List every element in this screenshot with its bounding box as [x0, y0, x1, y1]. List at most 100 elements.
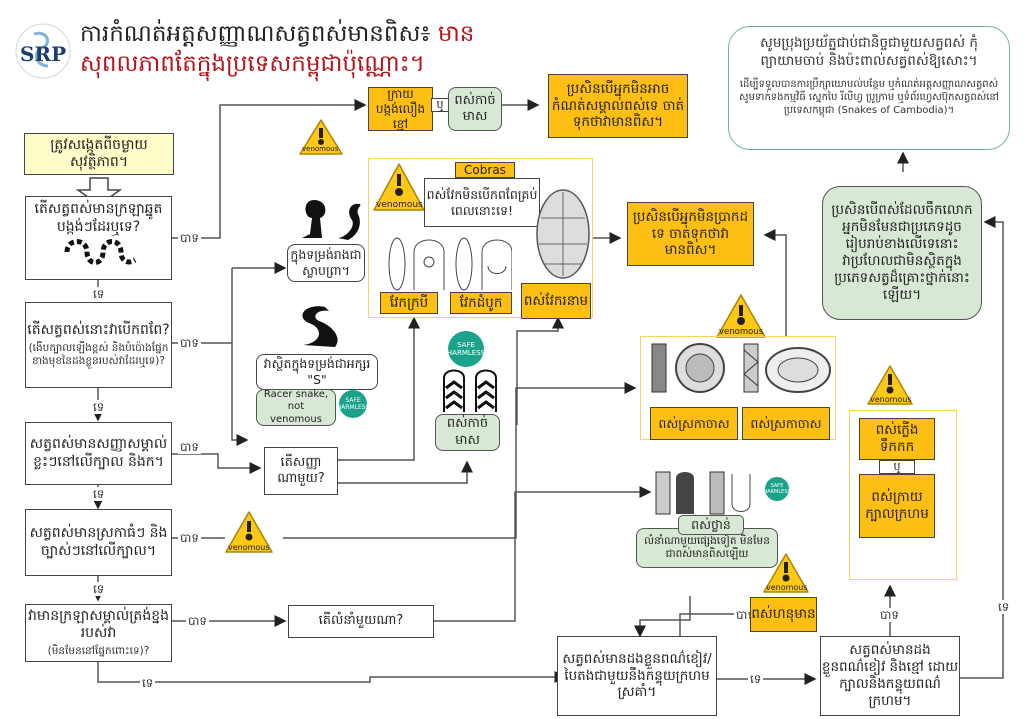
venomous-label: venomous — [302, 145, 339, 153]
cobras-label: Cobras — [455, 162, 515, 178]
python-note-text: លំនាំណាមួយផ្សេងទៀត មិនមែនជាពស់មានពិសឡើយ — [644, 534, 770, 560]
which-mark-question: តើសញ្ញាណាមួយ? — [264, 447, 338, 495]
king-cobra-text: ពស់វែករនាម — [523, 292, 589, 309]
not-dangerous-text: ប្រសិនបើពស់ដែលចឹកលោកអ្នកមិនមែនជាប្រភេទដូ… — [831, 202, 973, 303]
q4-text: សត្វពស់មានស្រកាធំៗ និងច្បាស់ៗនៅលើក្បាល។ — [29, 525, 168, 559]
question-head-marks: សត្វពស់មានសញ្ញាសម្គាល់ខ្លះៗនៅលើក្បាល និង… — [25, 422, 172, 485]
harmless-mimic-text-2: ពស់កាច់មាស — [446, 416, 489, 448]
monocled-cobra-node: វែកដំបូក — [450, 292, 512, 314]
russells-viper-node: ពស់ស្រកាចាស — [650, 407, 738, 440]
cobra-silhouette-icon — [302, 200, 361, 240]
king-cobra-head-icon — [536, 189, 590, 279]
blue-krait-no-label: ទេ — [996, 600, 1012, 614]
or-text: ឬ — [436, 98, 444, 112]
python-text: ពស់ថ្លាន់ — [691, 517, 731, 533]
venomous-warning-icon: venomous — [866, 364, 914, 412]
coral-q-text: សត្វពស់មានដងខ្លួនពណ៌ខៀវ/បៃតងជាមួយនឹងកន្ទ… — [562, 650, 712, 701]
viper-text-1: ពស់ស្រកាចាស — [658, 415, 730, 431]
cobra-posture-node: ក្នុងទម្រង់រាងជាស្លាបព្រា។ — [287, 244, 365, 282]
q1-yes-label: បាទ — [178, 231, 202, 245]
cobra-hood-note: ពស់វែកមិនបើកពពែគ្រប់ពេលនោះទេ! — [424, 178, 540, 227]
or-label-1: ឬ — [431, 98, 449, 112]
which-pattern-text: តើលំនាំមួយណា? — [318, 613, 404, 629]
not-dangerous-node: ប្រសិនបើពស់ដែលចឹកលោកអ្នកមិនមែនជាប្រភេទដូ… — [822, 186, 982, 320]
blue-krait-yes-label: បាទ — [878, 608, 902, 622]
question-blue-black-red-head: សត្វពស់មានដងខ្លួនពណ៌ខៀវ និងខ្មៅ ដោយក្បាល… — [820, 636, 960, 716]
pit-viper-node: ពស់ហនុមាន — [750, 597, 817, 632]
safety-info-box: សូមប្រុងប្រយ័ត្នជាប់ជានិច្ចជាមួយសត្វពស់ … — [728, 26, 1010, 150]
page-title-line1: ការកំណត់អត្តសញ្ញាណសត្វពស់មានពិស៖ មាន — [80, 20, 474, 53]
pit-viper-text: ពស់ហនុមាន — [751, 606, 816, 623]
python-node: ពស់ថ្លាន់ — [678, 515, 744, 535]
monocled-cobra-text: វែកដំបូក — [459, 294, 503, 311]
srp-logo: SRP — [14, 22, 72, 80]
viper-pattern-icons — [651, 343, 831, 393]
harmless-label: HARMLESS — [763, 489, 791, 495]
q5-text: វាមានក្រឡាសម្គាល់ត្រង់ខ្នងរបស់វា — [28, 607, 169, 642]
q1-no-label: ទេ — [91, 287, 107, 301]
start-node: ត្រូវសង្កេតពីចម្ងាយសុវត្ថិភាព។ — [24, 133, 174, 175]
harmless-mimic-node: ពស់កាច់មាស — [448, 87, 502, 131]
question-banded: តើសត្វពស់មានក្រឡាឆ្នូតបង្កង់ៗដែរឬទេ? — [25, 196, 172, 280]
banded-snake-icon — [64, 239, 136, 265]
racer-note-node: Racer snake, not venomous — [256, 389, 336, 426]
q4-no-label: ទេ — [91, 582, 107, 596]
blue-krait-q-text: សត្វពស់មានដងខ្លួនពណ៌ខៀវ និងខ្មៅ ដោយក្បាល… — [821, 642, 959, 709]
cobras-label-text: Cobras — [464, 162, 506, 177]
safe-label: SAFE — [770, 483, 784, 489]
which-pattern-question: តើលំនាំមួយណា? — [288, 605, 434, 638]
q3-text: សត្វពស់មានសញ្ញាសម្គាល់ខ្លះៗនៅលើក្បាល និង… — [29, 436, 168, 470]
cant-identify-node-1: ប្រសិនបើអ្នកមិនអាចកំណត់សម្គាល់ពស់ទេ ចាត់… — [548, 74, 688, 138]
harmless-mimic-text: ពស់កាច់មាស — [454, 92, 496, 124]
red-headed-krait-frame — [849, 410, 957, 580]
cant-identify-text-1: ប្រសិនបើអ្នកមិនអាចកំណត់សម្គាល់ពស់ទេ ចាត់… — [551, 80, 685, 131]
banded-krait-text: ក្រាយបង្កង់លឿងខ្មៅ — [375, 86, 426, 131]
spitting-cobra-text: វែកក្របី — [389, 294, 429, 311]
or-text: ឬ — [893, 460, 901, 474]
safe-label: SAFE — [457, 341, 475, 349]
venomous-warning-icon: venomous — [762, 552, 810, 600]
q2-note: (ងើបក្បាលឡើងខ្ពស់ និងបំប៉ោងផ្នែកខាងមុខនៃ… — [28, 341, 169, 367]
malayan-pit-viper-node: ពស់ស្រកាចាស — [742, 407, 830, 440]
venomous-label: venomous — [870, 395, 912, 404]
harmless-label: HARMLESS — [446, 349, 486, 357]
keelback-node: ពស់ក្លើងទឹកកក — [859, 418, 935, 460]
title-text: ការកំណត់អត្តសញ្ញាណសត្វពស់មានពិស៖ — [80, 21, 431, 47]
question-hood: តើសត្វពស់នោះវាបើកពពែ? (ងើបក្បាលឡើងខ្ពស់ … — [25, 302, 172, 388]
cobra-posture-text: ក្នុងទម្រង់រាងជាស្លាបព្រា។ — [290, 247, 362, 278]
q2-yes-label: បាទ — [178, 336, 202, 350]
question-blue-green-red-tail: សត្វពស់មានដងខ្លួនពណ៌ខៀវ/បៃតងជាមួយនឹងកន្ទ… — [557, 636, 717, 716]
q3-no-label: ទេ — [91, 487, 107, 501]
safe-harmless-badge: SAFE HARMLESS — [446, 331, 486, 367]
viper-text-2: ពស់ស្រកាចាស — [750, 415, 822, 431]
banded-krait-node: ក្រាយបង្កង់លឿងខ្មៅ — [368, 87, 433, 131]
cobras-frame — [368, 158, 593, 318]
venomous-warning-icon: venomous — [298, 118, 344, 162]
spitting-cobra-node: វែកក្របី — [380, 292, 438, 314]
which-mark-text: តើសញ្ញាណាមួយ? — [277, 454, 325, 486]
q5-note: (មិនមែននៅផ្នែកពោះទេ)? — [47, 644, 150, 657]
q3-yes-label: បាទ — [178, 440, 202, 454]
racer-posture-text: វាស្ថិតក្នុងទម្រង់ជាអក្សរ "S" — [263, 356, 371, 387]
start-text: ត្រូវសង្កេតពីចម្ងាយសុវត្ថិភាព។ — [50, 136, 148, 171]
racer-note-text: Racer snake, not venomous — [263, 388, 329, 425]
q5-yes-label: បាទ — [186, 614, 210, 628]
venomous-label: venomous — [766, 583, 808, 592]
q2-text: តើសត្វពស់នោះវាបើកពពែ? — [27, 322, 170, 339]
venomous-warning-icon: venomous — [715, 293, 767, 345]
title-red-text: មាន — [437, 21, 475, 47]
safe-harmless-badge: SAFE HARMLESS — [337, 390, 369, 418]
page-title-line2: សុពលភាពតែក្នុងប្រទេសកម្ពុជាប៉ុណ្ណោះ។ — [80, 51, 425, 77]
logo-text: SRP — [20, 42, 67, 66]
safe-harmless-badge: SAFE HARMLESS — [763, 477, 791, 501]
q4-yes-label: បាទ — [178, 531, 202, 545]
cant-identify-node-2: ប្រសិនបើអ្នកមិនប្រាកដទេ ចាត់ទុកថាវាមានពិ… — [627, 202, 754, 266]
mimic-head-pattern-icons — [443, 369, 497, 412]
keelback-text: ពស់ក្លើងទឹកកក — [875, 422, 919, 455]
venomous-label: venomous — [376, 200, 423, 210]
safety-warning-text: សូមប្រុងប្រយ័ត្នជាប់ជានិច្ចជាមួយសត្វពស់ … — [760, 35, 978, 69]
python-pattern-icons — [655, 471, 751, 515]
venomous-label: venomous — [719, 327, 764, 337]
q5-no-label: ទេ — [140, 676, 156, 690]
contact-info-text: ដើម្បីទទួលបានការប្រឹក្សាយោបល់បន្ថែម ឬកំណ… — [739, 79, 999, 117]
